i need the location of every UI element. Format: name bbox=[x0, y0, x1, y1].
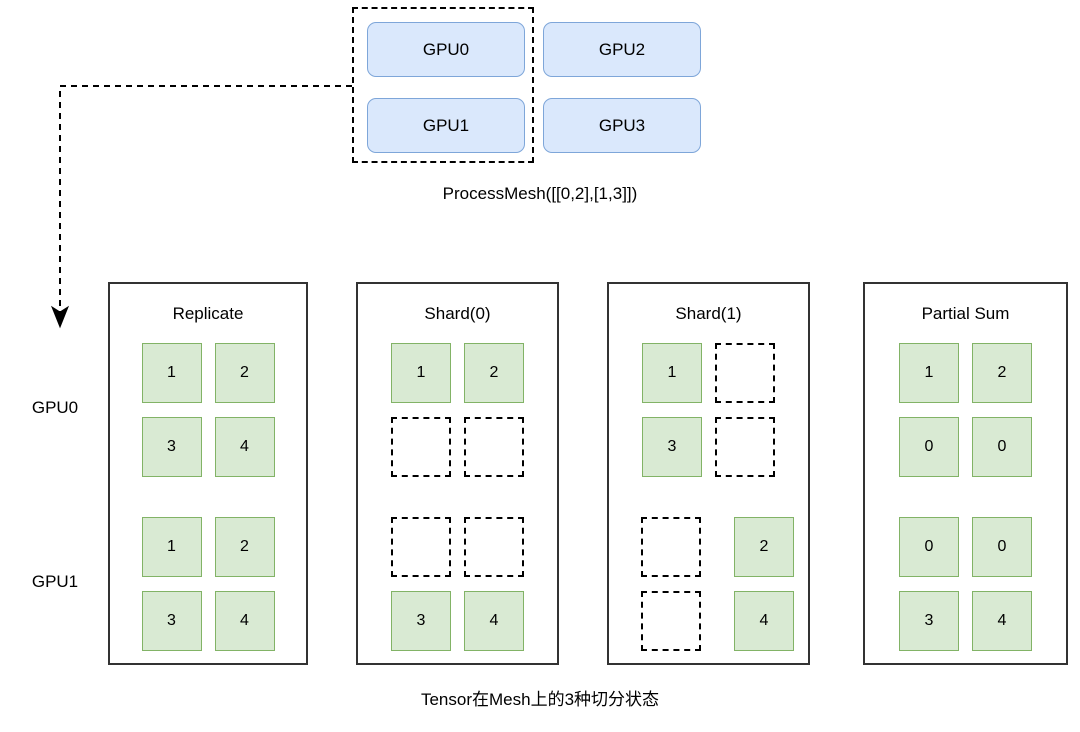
cell-row: 1 2 bbox=[865, 343, 1066, 403]
gpu-box-gpu0[interactable]: GPU0 bbox=[367, 22, 525, 77]
tensor-cell: 3 bbox=[642, 417, 702, 477]
panel-shard1: Shard(1) 1 3 2 4 bbox=[607, 282, 810, 665]
tensor-cell: 3 bbox=[391, 591, 451, 651]
process-mesh-caption: ProcessMesh([[0,2],[1,3]]) bbox=[442, 184, 638, 203]
tensor-cell: 1 bbox=[141, 343, 202, 403]
cell-row: 3 4 bbox=[110, 417, 306, 477]
tensor-cell: 3 bbox=[141, 417, 202, 477]
tensor-cell-empty bbox=[641, 517, 701, 577]
tensor-cell: 1 bbox=[391, 343, 451, 403]
tensor-cell: 4 bbox=[464, 591, 524, 651]
gpu-box-label: GPU0 bbox=[422, 39, 470, 59]
cell-row: 1 2 bbox=[110, 517, 306, 577]
tensor-cell-empty bbox=[391, 517, 451, 577]
cell-row bbox=[358, 517, 557, 577]
panel-shard0: Shard(0) 1 2 3 4 bbox=[356, 282, 559, 665]
row-label-gpu1: GPU1 bbox=[31, 572, 79, 591]
panel-partial-sum: Partial Sum 1 2 0 0 0 0 3 4 bbox=[863, 282, 1068, 665]
tensor-cell-empty bbox=[464, 417, 524, 477]
panel-title: Shard(0) bbox=[424, 304, 491, 323]
cell-group-gpu0: 1 2 bbox=[358, 343, 557, 491]
tensor-cell: 2 bbox=[214, 343, 275, 403]
diagram-caption: Tensor在Mesh上的3种切分状态 bbox=[420, 690, 660, 709]
cell-row: 1 2 bbox=[358, 343, 557, 403]
tensor-cell-empty bbox=[641, 591, 701, 651]
tensor-cell: 2 bbox=[464, 343, 524, 403]
cell-row: 3 4 bbox=[110, 591, 306, 651]
cell-group-gpu1: 1 2 3 4 bbox=[110, 517, 306, 665]
mesh-selection-dashed-box bbox=[352, 7, 534, 163]
tensor-cell: 4 bbox=[972, 591, 1032, 651]
panel-title: Partial Sum bbox=[921, 304, 1010, 323]
cell-row: 3 4 bbox=[865, 591, 1066, 651]
tensor-cell: 0 bbox=[899, 517, 959, 577]
tensor-cell-empty bbox=[391, 417, 451, 477]
panel-title: Replicate bbox=[172, 304, 244, 323]
cell-group-gpu0: 1 3 bbox=[609, 343, 808, 491]
tensor-cell: 4 bbox=[214, 591, 275, 651]
cell-row: 2 bbox=[609, 517, 808, 577]
tensor-cell: 0 bbox=[899, 417, 959, 477]
row-label-gpu0: GPU0 bbox=[31, 398, 79, 417]
cell-group-gpu0: 1 2 3 4 bbox=[110, 343, 306, 491]
tensor-cell: 3 bbox=[141, 591, 202, 651]
tensor-cell: 1 bbox=[642, 343, 702, 403]
cell-row: 1 2 bbox=[110, 343, 306, 403]
gpu-box-label: GPU2 bbox=[598, 39, 646, 59]
cell-row: 3 4 bbox=[358, 591, 557, 651]
tensor-cell: 0 bbox=[972, 417, 1032, 477]
cell-row: 3 bbox=[609, 417, 808, 477]
gpu-box-gpu2[interactable]: GPU2 bbox=[543, 22, 701, 77]
cell-row bbox=[358, 417, 557, 477]
cell-group-gpu1: 0 0 3 4 bbox=[865, 517, 1066, 665]
cell-group-gpu1: 3 4 bbox=[358, 517, 557, 665]
tensor-cell: 2 bbox=[214, 517, 275, 577]
tensor-cell: 1 bbox=[899, 343, 959, 403]
panel-replicate: Replicate 1 2 3 4 1 2 3 4 bbox=[108, 282, 308, 665]
gpu-box-label: GPU3 bbox=[598, 115, 646, 135]
gpu-box-gpu1[interactable]: GPU1 bbox=[367, 98, 525, 153]
tensor-cell: 4 bbox=[734, 591, 794, 651]
cell-row: 1 bbox=[609, 343, 808, 403]
tensor-cell: 4 bbox=[214, 417, 275, 477]
cell-group-gpu0: 1 2 0 0 bbox=[865, 343, 1066, 491]
cell-row: 0 0 bbox=[865, 417, 1066, 477]
tensor-cell: 0 bbox=[972, 517, 1032, 577]
tensor-cell-empty bbox=[715, 417, 775, 477]
tensor-cell-empty bbox=[715, 343, 775, 403]
tensor-cell: 3 bbox=[899, 591, 959, 651]
tensor-cell: 1 bbox=[141, 517, 202, 577]
tensor-cell: 2 bbox=[972, 343, 1032, 403]
tensor-cell-empty bbox=[464, 517, 524, 577]
panel-title: Shard(1) bbox=[675, 304, 742, 323]
gpu-box-gpu3[interactable]: GPU3 bbox=[543, 98, 701, 153]
tensor-cell: 2 bbox=[734, 517, 794, 577]
gpu-box-label: GPU1 bbox=[422, 115, 470, 135]
cell-row: 0 0 bbox=[865, 517, 1066, 577]
cell-row: 4 bbox=[609, 591, 808, 651]
cell-group-gpu1: 2 4 bbox=[609, 517, 808, 665]
